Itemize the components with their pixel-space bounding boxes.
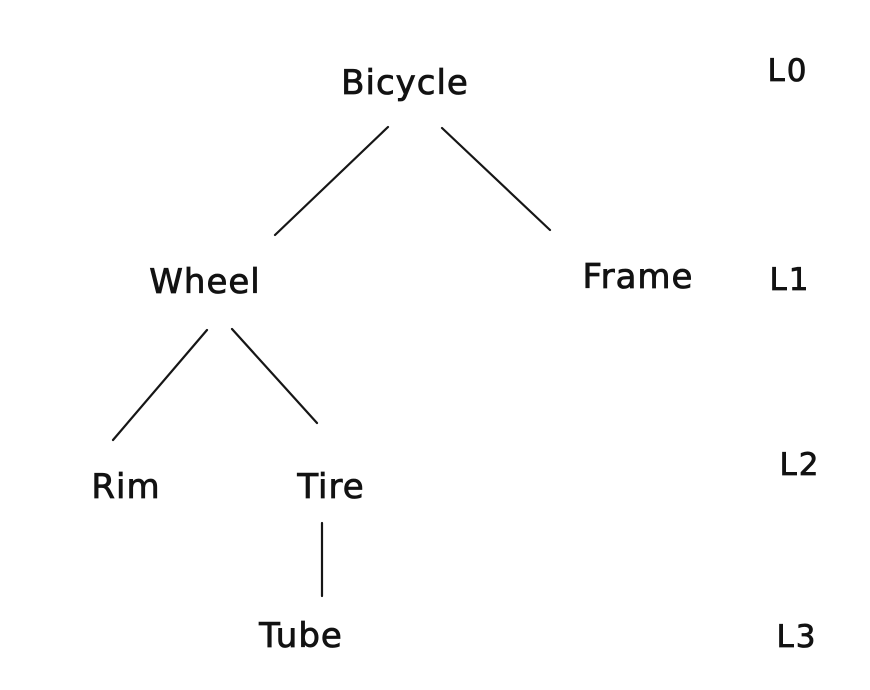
- edge-wheel-rim: [111, 328, 209, 442]
- level-label-l0: L0: [767, 53, 809, 90]
- edge-bicycle-frame: [440, 126, 552, 232]
- level-label-l3: L3: [776, 619, 818, 656]
- edge-wheel-tire: [230, 327, 319, 425]
- node-tire: Tire: [297, 467, 365, 508]
- node-tube: Tube: [259, 616, 343, 657]
- node-wheel: Wheel: [149, 262, 261, 303]
- edge-bicycle-wheel: [273, 125, 390, 237]
- node-frame: Frame: [582, 257, 694, 298]
- node-rim: Rim: [91, 467, 161, 508]
- node-bicycle: Bicycle: [341, 63, 469, 104]
- level-label-l1: L1: [769, 262, 811, 299]
- level-label-l2: L2: [779, 447, 821, 484]
